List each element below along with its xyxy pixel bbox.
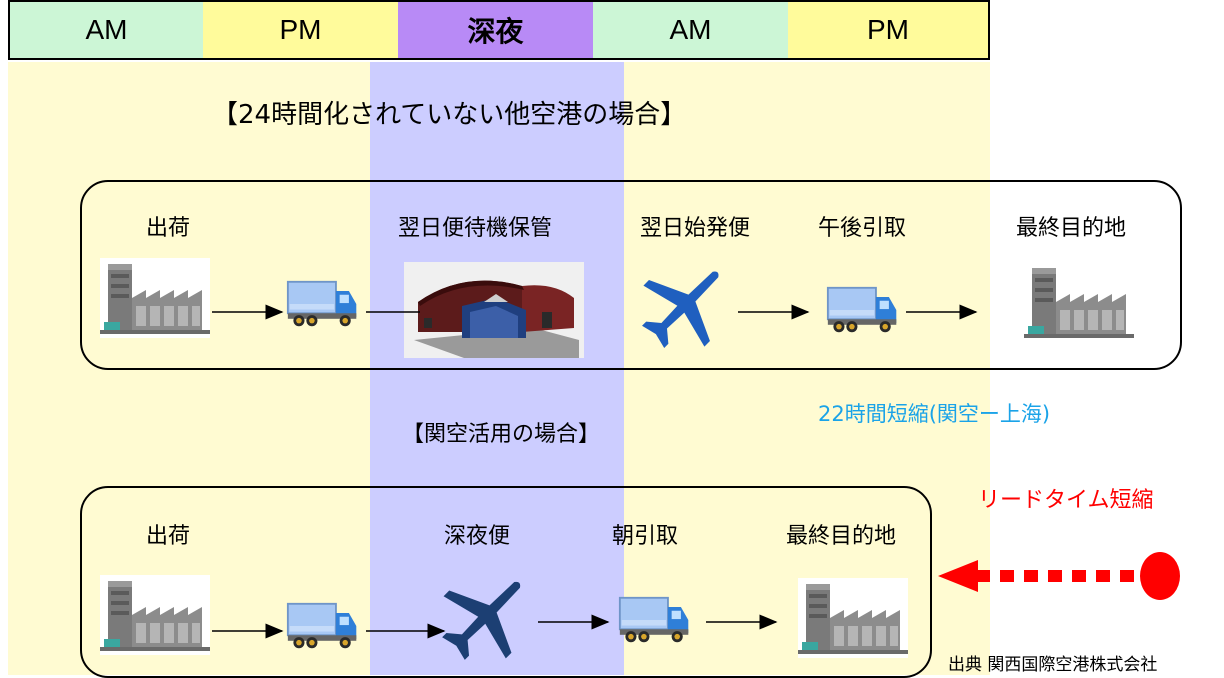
header-label: AM [85, 14, 128, 45]
top-section-title: 【24時間化されていない他空港の場合】 [212, 100, 687, 130]
header-cell-am-2: AM [593, 0, 790, 60]
header-cell-pm-2: PM [788, 0, 990, 60]
step-label-night-flight: 深夜便 [444, 524, 511, 549]
step-label-morning-pickup: 朝引取 [612, 524, 679, 549]
lead-time-note: リードタイム短縮 [978, 488, 1154, 513]
step-label-ship-2: 出荷 [146, 524, 191, 549]
step-label-first-flight: 翌日始発便 [640, 216, 751, 241]
time-saving-note: 22時間短縮(関空ー上海) [818, 402, 1051, 426]
header-cell-pm-1: PM [203, 0, 400, 60]
header-cell-late-night: 深夜 [398, 0, 595, 60]
airplane-icon [436, 566, 536, 666]
lead-time-origin-dot [1140, 552, 1180, 600]
step-label-destination-2: 最終目的地 [786, 524, 897, 549]
lead-time-arrowhead [938, 560, 978, 592]
step-label-overnight-storage: 翌日便待機保管 [398, 216, 553, 241]
source-credit: 出典 関西国際空港株式会社 [948, 655, 1158, 675]
truck-icon [618, 592, 692, 648]
bottom-section-title: 【関空活用の場合】 [402, 422, 601, 447]
factory-icon [100, 575, 210, 655]
factory-icon [798, 578, 908, 658]
truck-icon [286, 598, 360, 654]
header-label: PM [867, 14, 909, 45]
top-flow-box [80, 180, 1182, 370]
step-label-destination: 最終目的地 [1016, 216, 1127, 241]
step-label-afternoon-pickup: 午後引取 [818, 216, 907, 241]
header-label: PM [279, 14, 322, 45]
step-label-ship: 出荷 [146, 216, 191, 241]
header-label: 深夜 [467, 16, 524, 47]
header-label: AM [669, 14, 712, 45]
